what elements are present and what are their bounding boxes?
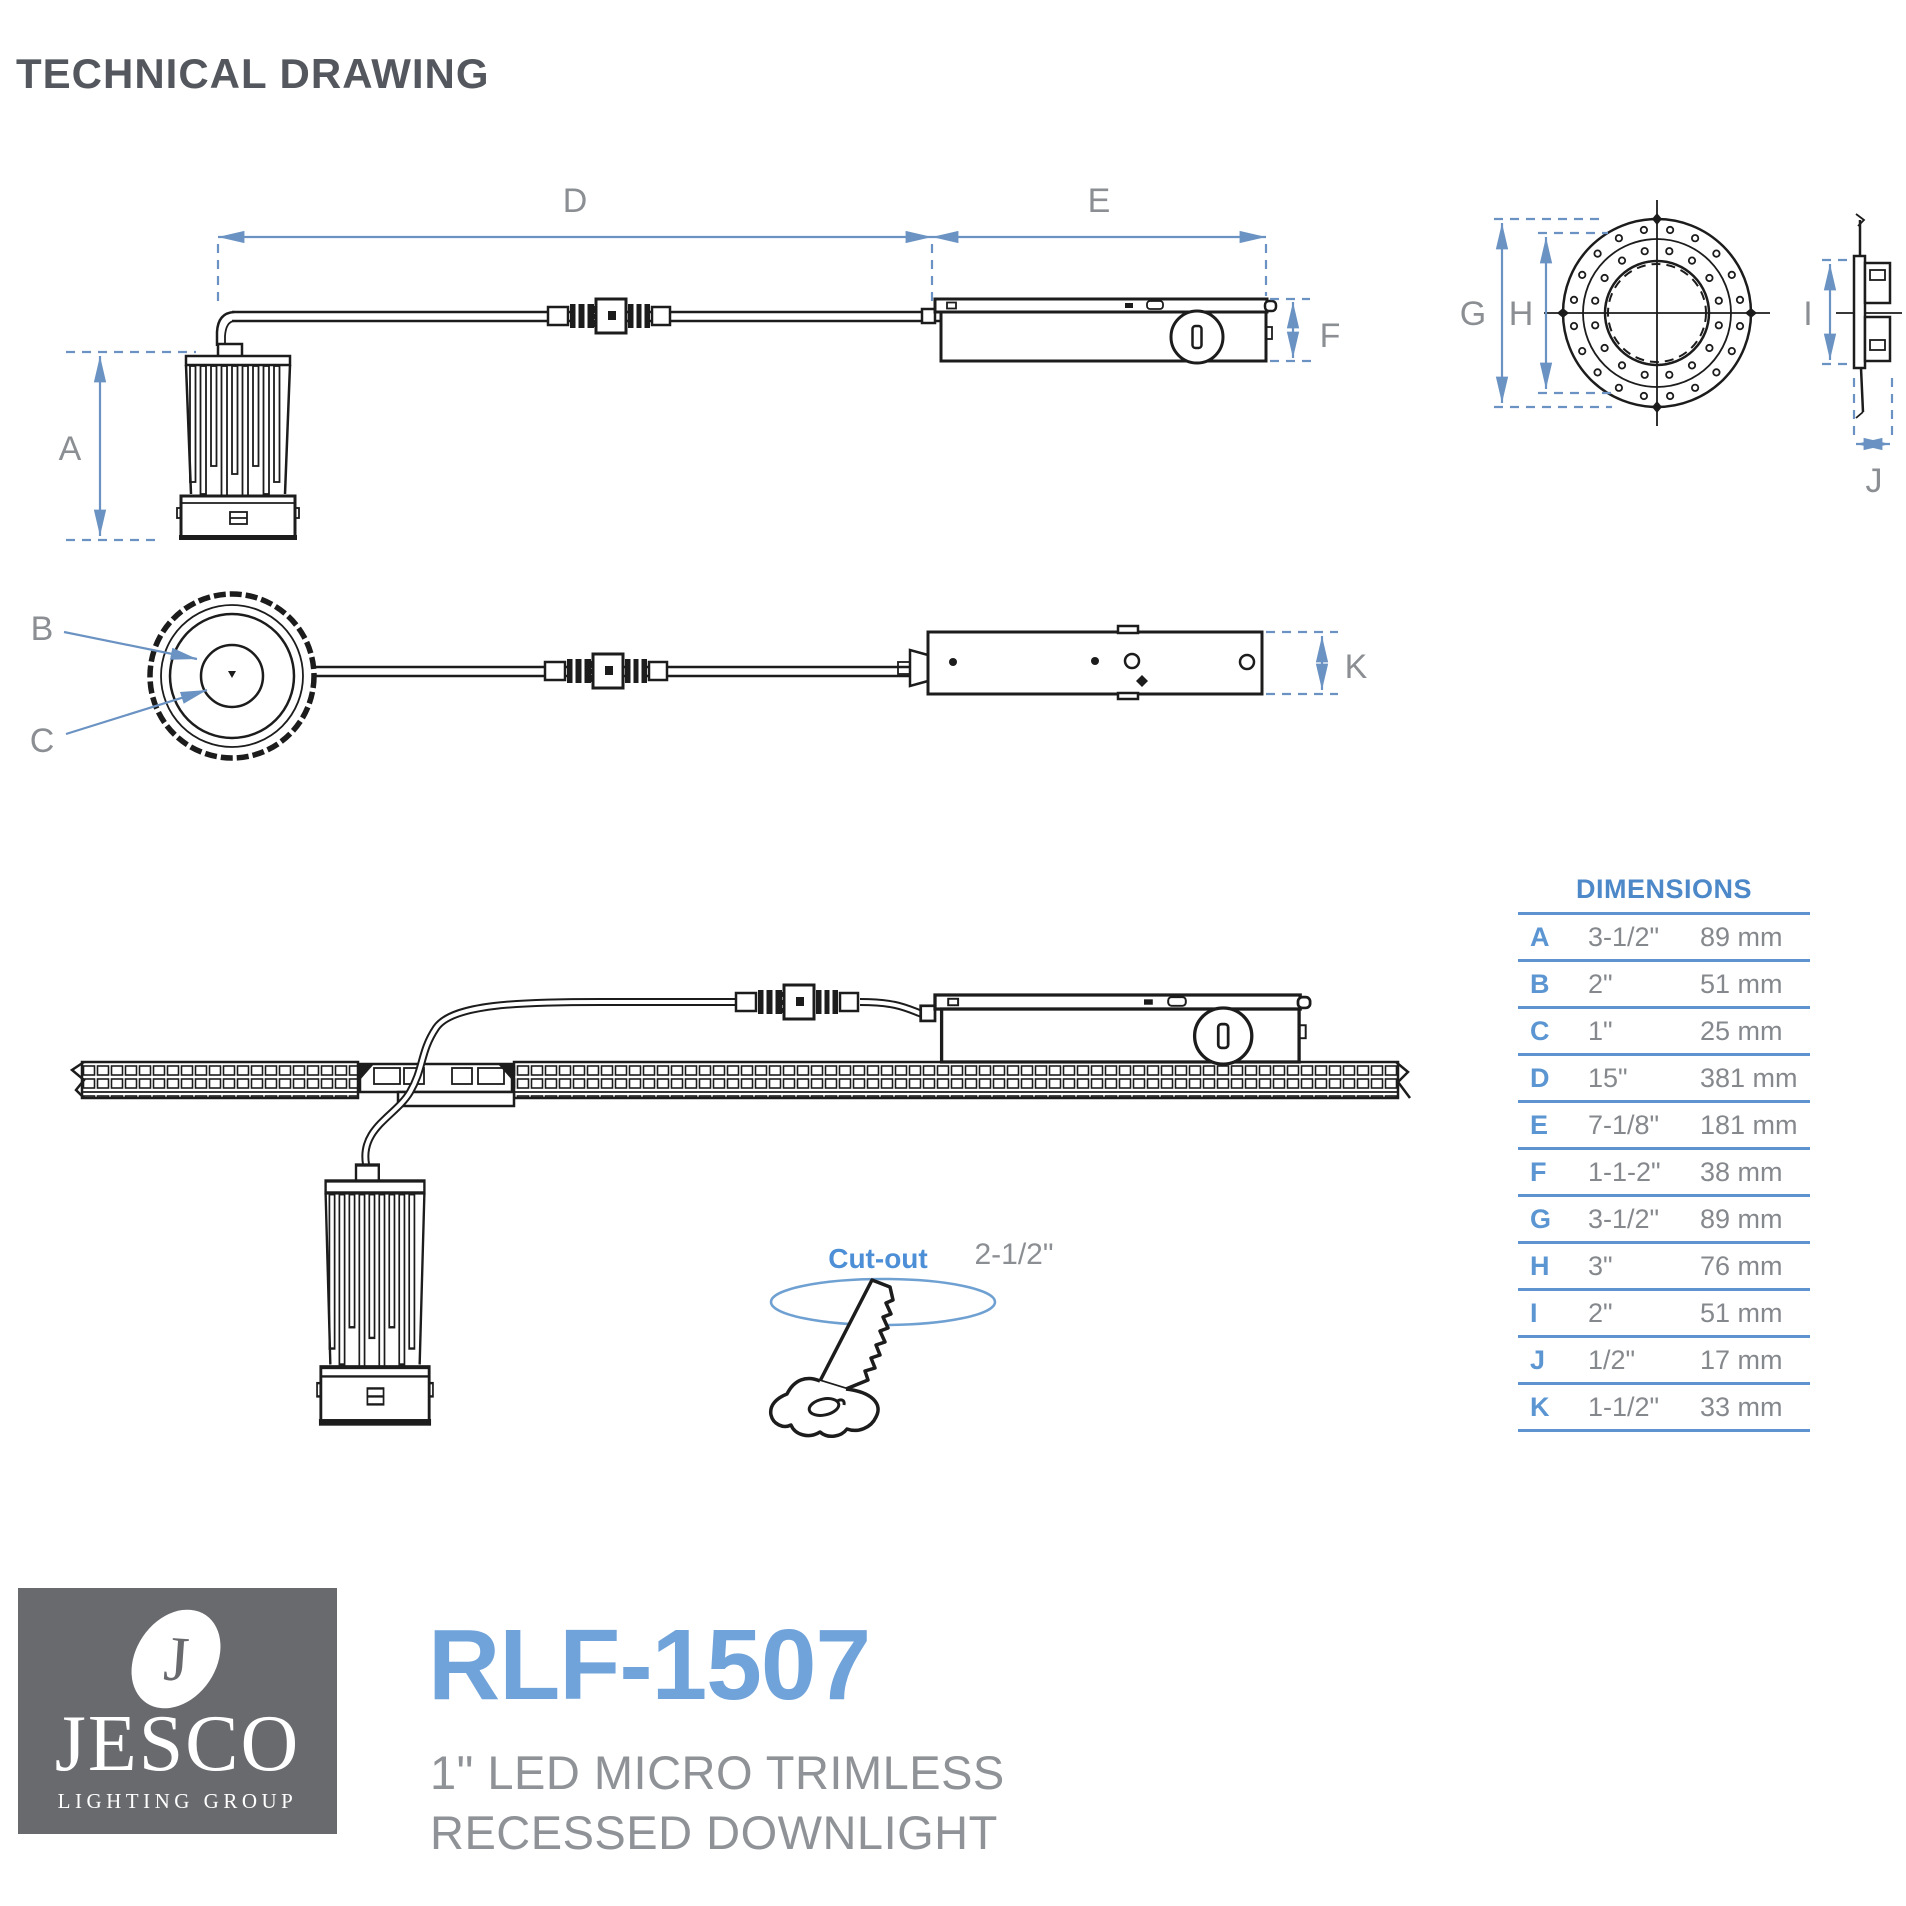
row-mm: 89 mm bbox=[1700, 1203, 1783, 1234]
row-inches: 1-1/2" bbox=[1588, 1391, 1660, 1422]
row-mm: 76 mm bbox=[1700, 1250, 1783, 1281]
product-subtitle-line1: 1" LED MICRO TRIMLESS bbox=[430, 1746, 1005, 1799]
logo-brand: JESCO bbox=[54, 1700, 301, 1788]
row-key: I bbox=[1530, 1297, 1538, 1328]
jesco-logo: J JESCO LIGHTING GROUP bbox=[18, 1588, 337, 1834]
table-row: D 15" 381 mm bbox=[1518, 1053, 1810, 1100]
row-key: C bbox=[1530, 1015, 1550, 1046]
driver-box-installed bbox=[919, 993, 1312, 1066]
cutout-size: 2-1/2" bbox=[974, 1238, 1053, 1271]
bottom-view: B C K bbox=[30, 591, 1368, 761]
row-inches: 3" bbox=[1588, 1250, 1613, 1281]
side-elevation-view: D E A F bbox=[59, 182, 1341, 542]
cable-connector bbox=[734, 983, 860, 1021]
row-mm: 51 mm bbox=[1700, 1297, 1783, 1328]
dim-label-d: D bbox=[563, 182, 588, 220]
row-inches: 3-1/2" bbox=[1588, 1203, 1660, 1234]
row-inches: 2" bbox=[1588, 968, 1613, 999]
row-key: A bbox=[1530, 921, 1550, 952]
row-mm: 381 mm bbox=[1700, 1062, 1798, 1093]
table-row: C 1" 25 mm bbox=[1518, 1006, 1810, 1053]
dim-label-g: G bbox=[1460, 295, 1486, 333]
row-key: G bbox=[1530, 1203, 1552, 1234]
dimensions-table: DIMENSIONS A 3-1/2" 89 mm B 2" 51 mm C 1… bbox=[1518, 866, 1810, 1432]
row-inches: 7-1/8" bbox=[1588, 1109, 1660, 1140]
table-row: H 3" 76 mm bbox=[1518, 1241, 1810, 1288]
row-mm: 25 mm bbox=[1700, 1015, 1783, 1046]
table-row: F 1-1-2" 38 mm bbox=[1518, 1147, 1810, 1194]
dim-label-h: H bbox=[1509, 295, 1534, 333]
logo-monogram: J bbox=[161, 1622, 191, 1695]
led-module-side bbox=[175, 342, 301, 542]
row-key: H bbox=[1530, 1250, 1550, 1281]
row-mm: 51 mm bbox=[1700, 968, 1783, 999]
row-mm: 33 mm bbox=[1700, 1391, 1783, 1422]
dim-label-j: J bbox=[1866, 462, 1883, 500]
table-row: I 2" 51 mm bbox=[1518, 1288, 1810, 1335]
profile-view: I J bbox=[1803, 213, 1902, 500]
dim-label-i: I bbox=[1803, 295, 1812, 333]
dimensions-table-title: DIMENSIONS bbox=[1575, 874, 1753, 904]
cutout-label: Cut-out bbox=[828, 1243, 928, 1274]
cable-connector bbox=[543, 652, 669, 690]
row-mm: 38 mm bbox=[1700, 1156, 1783, 1187]
row-key: J bbox=[1530, 1344, 1546, 1375]
row-inches: 3-1/2" bbox=[1588, 921, 1660, 952]
row-mm: 89 mm bbox=[1700, 921, 1783, 952]
dim-label-b: B bbox=[31, 610, 54, 648]
row-inches: 1/2" bbox=[1588, 1344, 1636, 1375]
driver-box-side bbox=[920, 297, 1278, 365]
row-key: E bbox=[1530, 1109, 1549, 1140]
row-key: K bbox=[1530, 1391, 1550, 1422]
led-module-installed bbox=[315, 1163, 435, 1428]
row-inches: 2" bbox=[1588, 1297, 1613, 1328]
row-inches: 1" bbox=[1588, 1015, 1613, 1046]
installation-view: Cut-out 2-1/2" bbox=[69, 983, 1411, 1438]
dim-label-k: K bbox=[1345, 648, 1368, 686]
product-subtitle-line2: RECESSED DOWNLIGHT bbox=[430, 1806, 998, 1859]
technical-drawing-canvas: D E A F bbox=[30, 182, 1902, 1438]
dim-label-c: C bbox=[30, 722, 55, 760]
table-row: A 3-1/2" 89 mm bbox=[1518, 912, 1810, 959]
logo-tagline: LIGHTING GROUP bbox=[57, 1789, 298, 1813]
row-mm: 181 mm bbox=[1700, 1109, 1798, 1140]
table-row: E 7-1/8" 181 mm bbox=[1518, 1100, 1810, 1147]
table-row: G 3-1/2" 89 mm bbox=[1518, 1194, 1810, 1241]
row-mm: 17 mm bbox=[1700, 1344, 1783, 1375]
row-inches: 15" bbox=[1588, 1062, 1628, 1093]
table-row: B 2" 51 mm bbox=[1518, 959, 1810, 1006]
cable-connector bbox=[546, 297, 672, 335]
table-row: K 1-1/2" 33 mm bbox=[1518, 1382, 1810, 1432]
product-model: RLF-1507 bbox=[428, 1609, 871, 1721]
row-key: D bbox=[1530, 1062, 1550, 1093]
page-title: TECHNICAL DRAWING bbox=[16, 50, 490, 97]
dim-label-f: F bbox=[1320, 317, 1341, 355]
table-row: J 1/2" 17 mm bbox=[1518, 1335, 1810, 1382]
dim-label-e: E bbox=[1088, 182, 1111, 220]
row-key: F bbox=[1530, 1156, 1547, 1187]
row-inches: 1-1-2" bbox=[1588, 1156, 1661, 1187]
row-key: B bbox=[1530, 968, 1550, 999]
saw-icon bbox=[768, 1278, 895, 1438]
plan-view: G H bbox=[1460, 200, 1770, 426]
dim-label-a: A bbox=[59, 430, 82, 468]
